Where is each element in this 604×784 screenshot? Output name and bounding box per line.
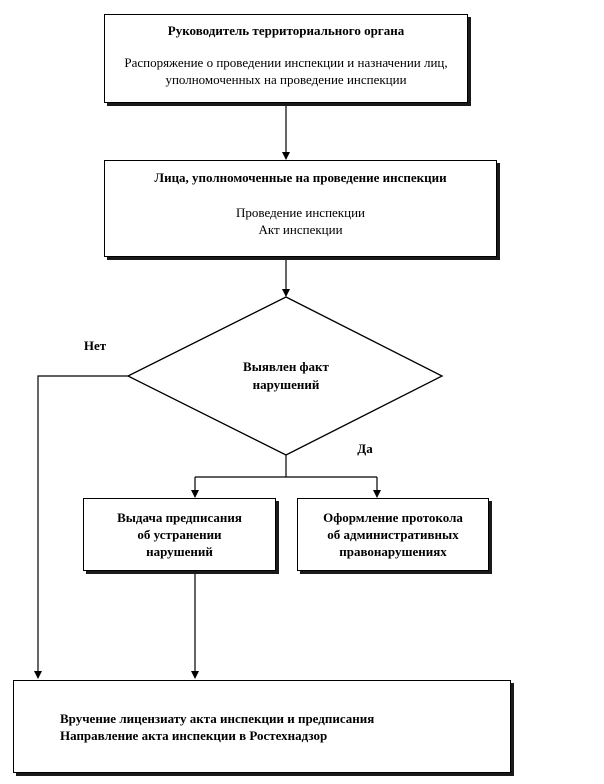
box-authorized-persons: [104, 160, 497, 257]
box-protocol: [297, 498, 489, 571]
box-territorial-head: [104, 14, 468, 103]
arrow-no-branch: [34, 375, 128, 679]
box5-line2: Направление акта инспекции в Ростехнадзо…: [60, 728, 328, 743]
box1-line1: Распоряжение о проведении инспекции и на…: [124, 55, 448, 70]
box-issue-order: [83, 498, 276, 571]
yes-label: Да: [357, 441, 373, 456]
box1-line2: уполномоченных на проведение инспекции: [165, 72, 407, 87]
box3-line3: нарушений: [146, 544, 213, 559]
box5-line1: Вручение лицензиату акта инспекции и пре…: [60, 711, 375, 726]
no-label: Нет: [83, 338, 107, 353]
box3-line2: об устранении: [137, 527, 222, 542]
box4-line1: Оформление протокола: [323, 510, 463, 525]
box3-line1: Выдача предписания: [117, 510, 242, 525]
decision-line2: нарушений: [252, 377, 320, 392]
box2-title: Лица, уполномоченные на проведение инспе…: [154, 170, 447, 185]
box1-title: Руководитель территориального органа: [167, 23, 405, 38]
box4-line2: об административных: [327, 527, 459, 542]
box-delivery: [13, 680, 511, 773]
box4-line3: правонарушениях: [339, 544, 447, 559]
box2-line1: Проведение инспекции: [236, 205, 365, 220]
decision-line1: Выявлен факт: [243, 359, 329, 374]
box2-line2: Акт инспекции: [258, 222, 343, 237]
